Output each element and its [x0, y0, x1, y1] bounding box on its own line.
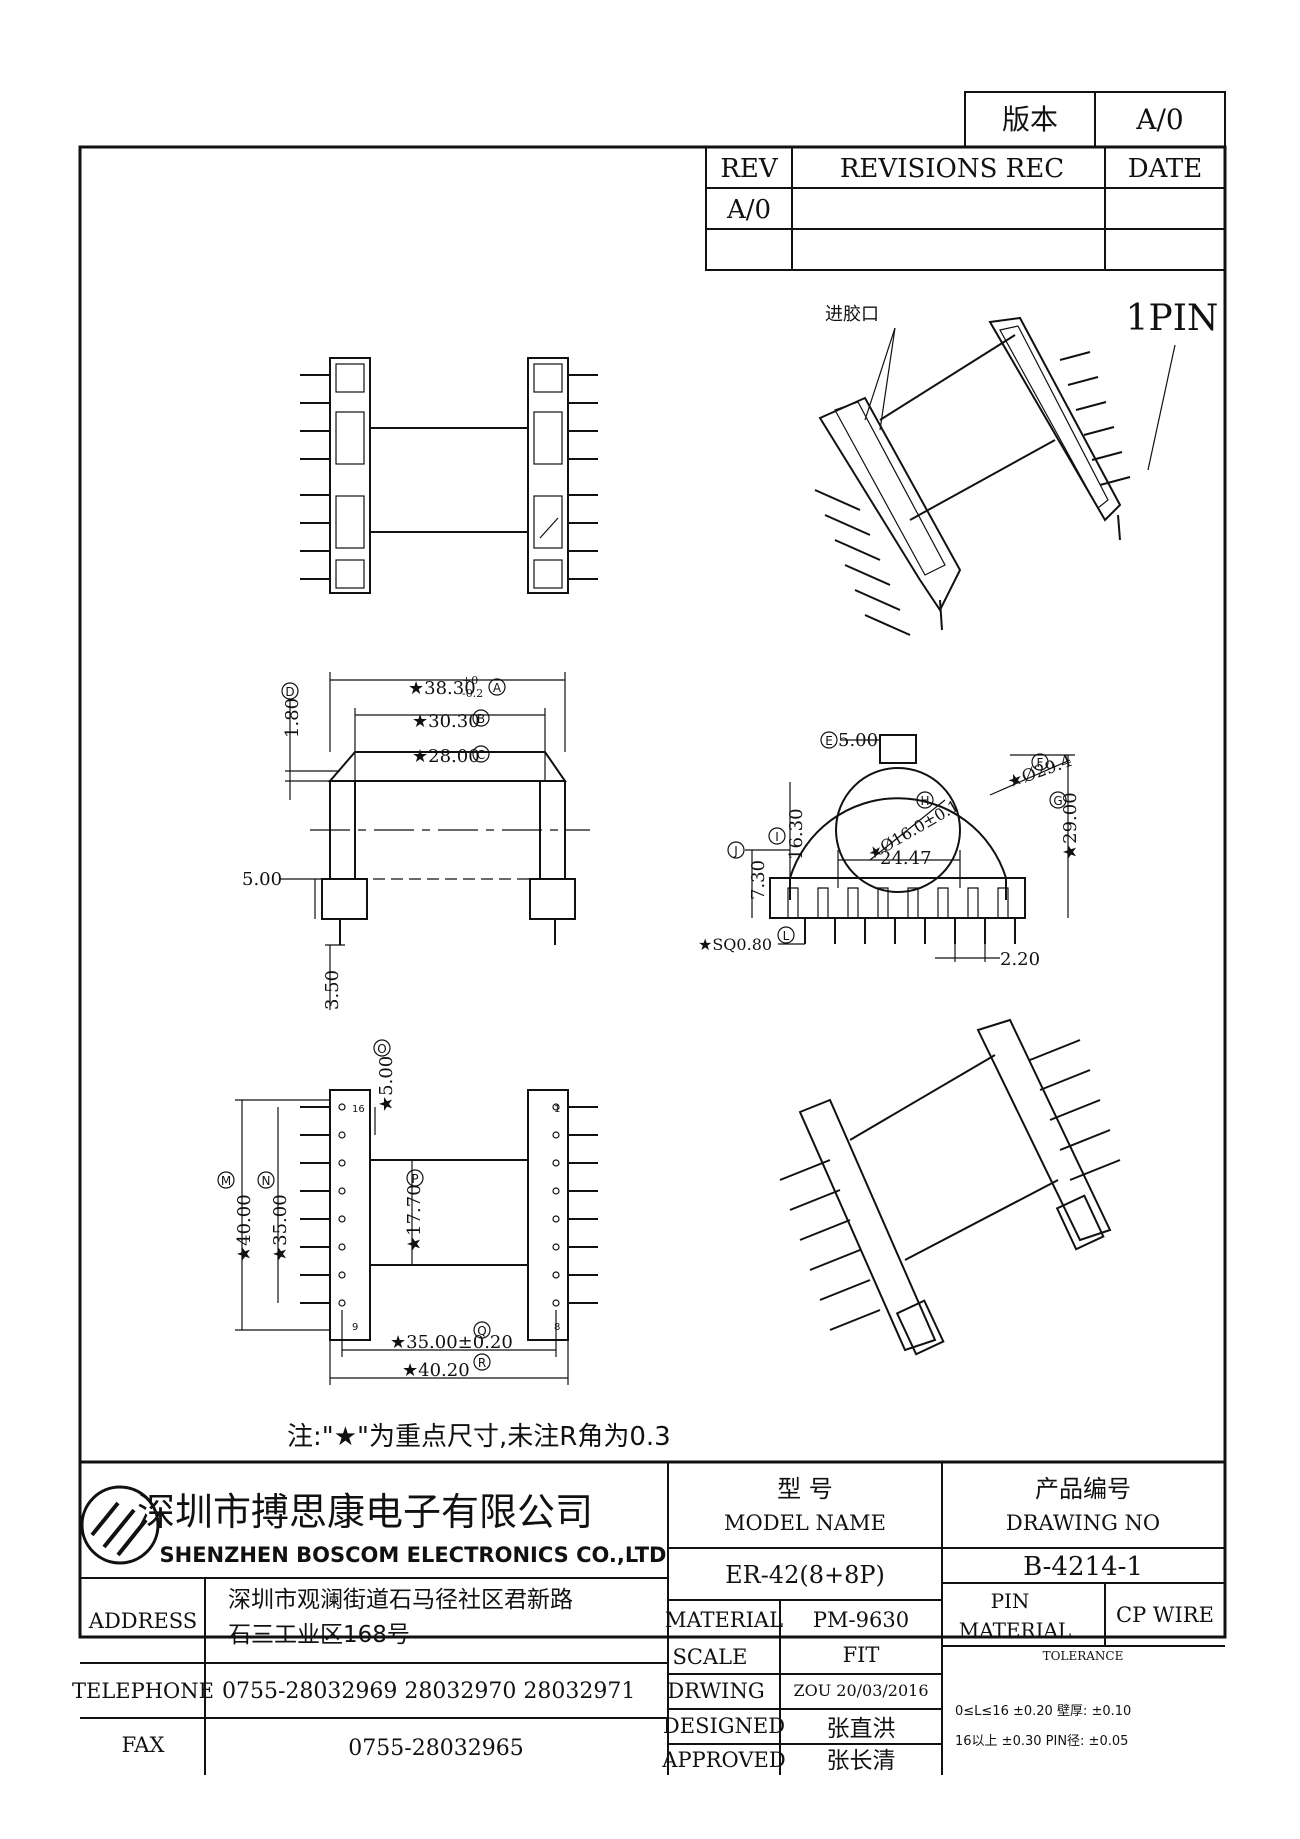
dim-pin-value: 3.50: [322, 970, 343, 1010]
mark-r: R: [478, 1356, 486, 1370]
mark-l: L: [783, 929, 790, 943]
dim-b-value: ★30.30: [412, 711, 480, 732]
revisions-rec-header: REVISIONS REC: [840, 154, 1064, 184]
mark-g: G: [1053, 794, 1062, 808]
mark-b: B: [477, 712, 485, 726]
drwing-label: DRWING: [667, 1679, 764, 1703]
revision-table: REV REVISIONS REC DATE A/0: [705, 146, 1226, 271]
material-label: MATERIAL: [665, 1608, 783, 1632]
bottom-view: 16 1 9 8 ★5.00 O ★40.00 M ★35.00 N ★17.7…: [217, 1039, 598, 1385]
side-view: 5.00 E ★Ø29.4 F ★29.00 G ★Ø16.0±0.1 H 24…: [698, 730, 1081, 970]
model-label-cn: 型 号: [777, 1475, 833, 1503]
dim-inner-value: 24.47: [880, 848, 932, 869]
approved-label: APPROVED: [661, 1748, 785, 1772]
version-box: 版本 A/0: [964, 91, 1226, 148]
date-header: DATE: [1128, 154, 1203, 184]
drawing-note: 注:"★"为重点尺寸,未注R角为0.3: [287, 1422, 671, 1452]
model-label-en: MODEL NAME: [724, 1511, 886, 1535]
approved-value: 张长清: [827, 1748, 896, 1774]
title-block: 深圳市搏思康电子有限公司 SHENZHEN BOSCOM ELECTRONICS…: [72, 1460, 1225, 1775]
dim-j-value: 7.30: [748, 860, 769, 900]
dim-d-value: 1.80: [282, 698, 303, 738]
dim-i-value: 16.30: [786, 808, 807, 860]
drawing-no-label-cn: 产品编号: [1035, 1475, 1131, 1503]
address-line-2: 石三工业区168号: [228, 1622, 410, 1648]
mark-q: Q: [477, 1324, 486, 1338]
gate-label: 进胶口: [825, 304, 879, 325]
top-view: [300, 357, 598, 594]
telephone-label: TELEPHONE: [72, 1679, 214, 1703]
telephone-value: 0755-28032969 28032970 28032971: [222, 1679, 635, 1704]
designed-label: DESIGNED: [663, 1714, 785, 1738]
pin-9-label: 9: [352, 1322, 358, 1333]
dim-g-value: ★29.00: [1060, 792, 1081, 860]
isometric-view-bottom: [779, 1018, 1121, 1356]
company-name-en: SHENZHEN BOSCOM ELECTRONICS CO.,LTD: [160, 1543, 667, 1567]
pin-16-label: 16: [352, 1104, 365, 1115]
mark-o: O: [377, 1042, 386, 1056]
pin-1-label: 1: [554, 1104, 560, 1115]
dim-a-tol-minus: -0.2: [462, 687, 483, 700]
front-view: ★38.30 +0 -0.2 A ★30.30 B ★28.00 C 1.80 …: [242, 672, 590, 1010]
pin-material-label-2: MATERIAL: [959, 1618, 1071, 1642]
isometric-view-top: 进胶口 1PIN: [814, 298, 1219, 636]
designed-value: 张直洪: [827, 1716, 896, 1742]
mark-c: C: [477, 748, 485, 762]
mark-m: M: [221, 1174, 231, 1188]
dim-p-value: ★17.70: [404, 1184, 425, 1252]
company-logo: [80, 1485, 160, 1565]
mark-f: F: [1037, 756, 1044, 770]
dim-n-value: ★35.00: [270, 1194, 291, 1262]
fax-label: FAX: [122, 1733, 165, 1757]
mark-p: P: [411, 1172, 418, 1186]
version-label: 版本: [1002, 103, 1058, 136]
company-name-cn: 深圳市搏思康电子有限公司: [137, 1490, 593, 1534]
pin1-label: 1PIN: [1126, 298, 1219, 339]
dim-left-value: 5.00: [242, 869, 282, 890]
mark-e: E: [825, 734, 833, 748]
drwing-value: ZOU 20/03/2016: [793, 1681, 928, 1700]
address-line-1: 深圳市观澜街道石马径社区君新路: [228, 1587, 573, 1613]
scale-value: FIT: [843, 1643, 880, 1667]
pin-material-label-1: PIN: [991, 1589, 1030, 1613]
dim-c-value: ★28.00: [412, 746, 480, 767]
scale-label: SCALE: [673, 1645, 748, 1669]
mark-a: A: [493, 681, 502, 695]
fax-value: 0755-28032965: [348, 1736, 523, 1761]
pin-material-value: CP WIRE: [1116, 1603, 1214, 1627]
dim-q-value: ★35.00±0.20: [390, 1332, 513, 1353]
dim-pitch-value: 2.20: [1000, 949, 1040, 970]
dim-o-value: ★5.00: [376, 1056, 397, 1112]
mark-n: N: [262, 1174, 271, 1188]
tolerance-line-2: 16以上 ±0.30 PIN径: ±0.05: [955, 1734, 1128, 1749]
mark-h: H: [920, 794, 929, 808]
mark-d: D: [285, 685, 294, 699]
address-label: ADDRESS: [88, 1609, 197, 1633]
dim-a-tol-plus: +0: [462, 674, 478, 687]
dim-a-value: ★38.30: [408, 678, 476, 699]
tolerance-line-1: 0≤L≤16 ±0.20 壁厚: ±0.10: [955, 1704, 1131, 1719]
dim-m-value: ★40.00: [234, 1194, 255, 1262]
dim-e-value: 5.00: [838, 730, 878, 751]
drawing-no-label-en: DRAWING NO: [1006, 1511, 1160, 1535]
dim-r-value: ★40.20: [402, 1360, 470, 1381]
sheet-frame: [78, 145, 1227, 1639]
material-value: PM-9630: [813, 1608, 909, 1632]
dim-l-value: ★SQ0.80: [698, 935, 772, 954]
drawing-no-value: B-4214-1: [1023, 1552, 1143, 1582]
mark-j: J: [733, 844, 738, 858]
rev-header: REV: [720, 154, 779, 184]
model-value: ER-42(8+8P): [725, 1561, 885, 1589]
mark-i: I: [775, 830, 779, 844]
pin-8-label: 8: [554, 1322, 560, 1333]
version-value: A/0: [1135, 103, 1183, 136]
tolerance-label: TOLERANCE: [1043, 1649, 1124, 1663]
rev-row-1-rev: A/0: [726, 195, 771, 225]
